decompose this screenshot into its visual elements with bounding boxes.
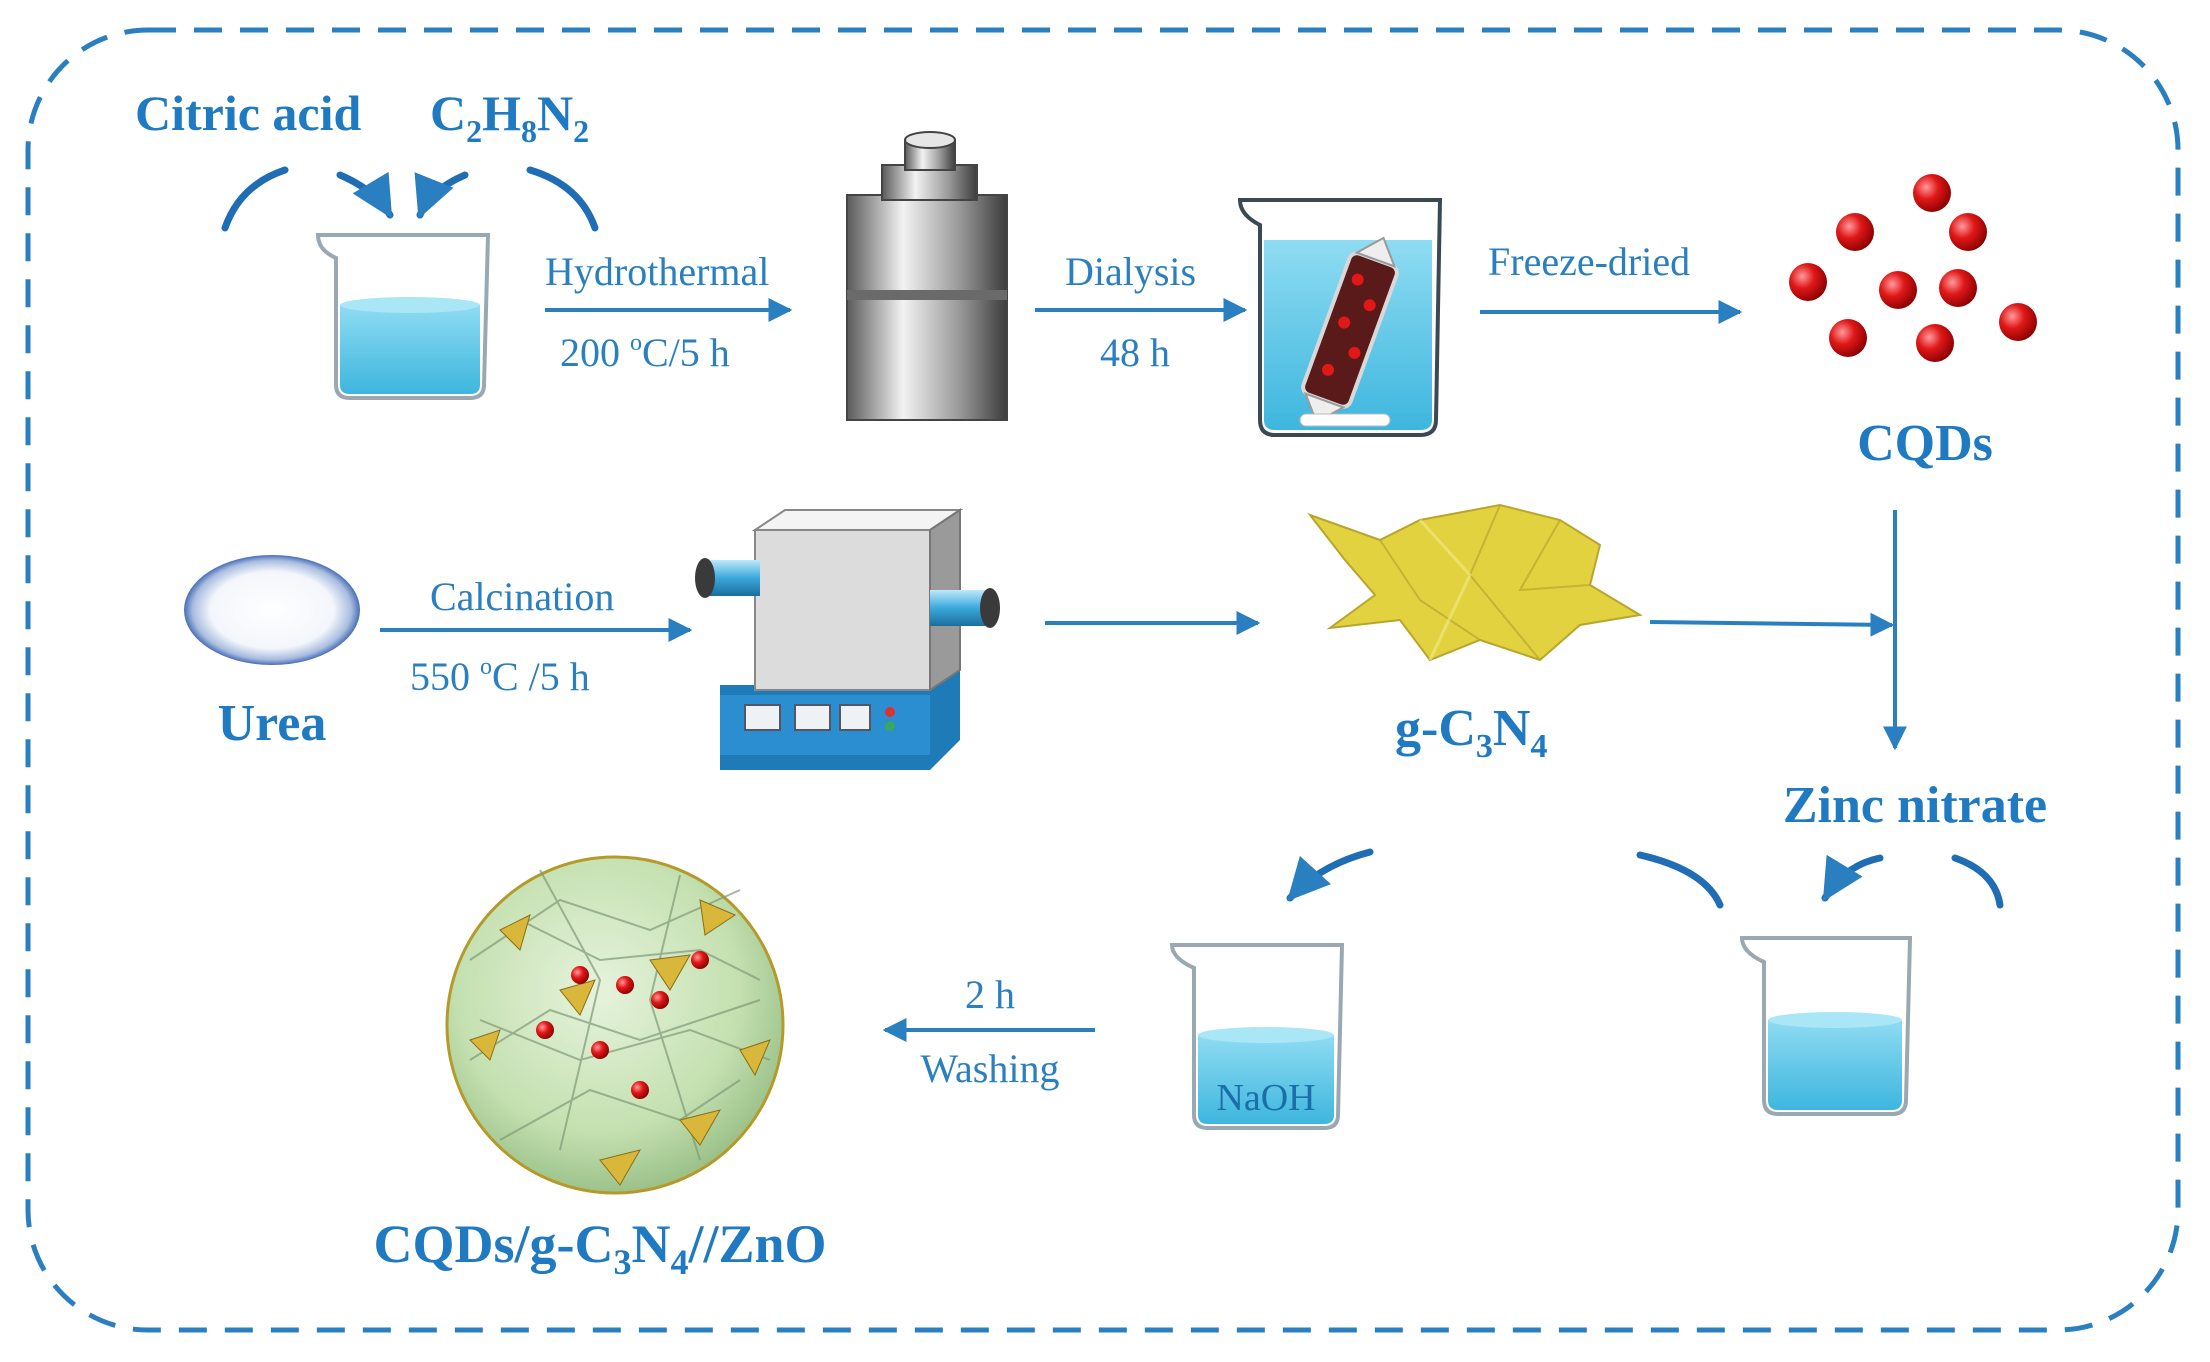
beaker-zinc-nitrate — [1739, 936, 1913, 1116]
gc3n4-label: g-C3N4 — [1395, 700, 1547, 765]
c2h8n2-label: C2H8N2 — [430, 85, 589, 149]
dashed-frame — [25, 27, 2181, 1333]
calcination-condition: 550 oC /5 h — [410, 654, 590, 699]
dialysis-condition: 48 h — [1100, 330, 1170, 375]
autoclave — [846, 131, 1008, 421]
zinc-nitrate-label: Zinc nitrate — [1783, 777, 2047, 834]
beaker-precursor — [315, 233, 491, 400]
arrow-gc3n4-to-mix — [1649, 612, 1895, 637]
washing-time: 2 h — [965, 972, 1015, 1017]
tube-furnace — [695, 508, 1000, 770]
citric-acid-label: Citric acid — [135, 85, 362, 141]
beaker-naoh — [1169, 943, 1345, 1130]
reagent-arrows — [221, 166, 599, 232]
hydrothermal-label: Hydrothermal — [545, 249, 769, 294]
dialysis-label: Dialysis — [1065, 249, 1196, 294]
calcination-label: Calcination — [430, 574, 614, 619]
freeze-dried-label: Freeze-dried — [1488, 239, 1690, 284]
cqds-particles — [1789, 174, 2037, 362]
gc3n4-sheet — [1307, 503, 1643, 662]
arrow-to-naoh — [1286, 848, 1374, 902]
dialysis-beaker — [1237, 198, 1443, 437]
product-sphere — [445, 855, 785, 1195]
urea-powder-icon — [184, 555, 360, 665]
naoh-label: NaOH — [1216, 1077, 1315, 1119]
product-label: CQDs/g-C3N4//ZnO — [373, 1214, 826, 1282]
hydrothermal-condition: 200 oC/5 h — [560, 330, 730, 375]
cqds-label: CQDs — [1857, 415, 1993, 472]
urea-label: Urea — [218, 695, 327, 752]
washing-label: Washing — [921, 1046, 1060, 1091]
zinc-beaker-arrows — [1636, 851, 2004, 909]
